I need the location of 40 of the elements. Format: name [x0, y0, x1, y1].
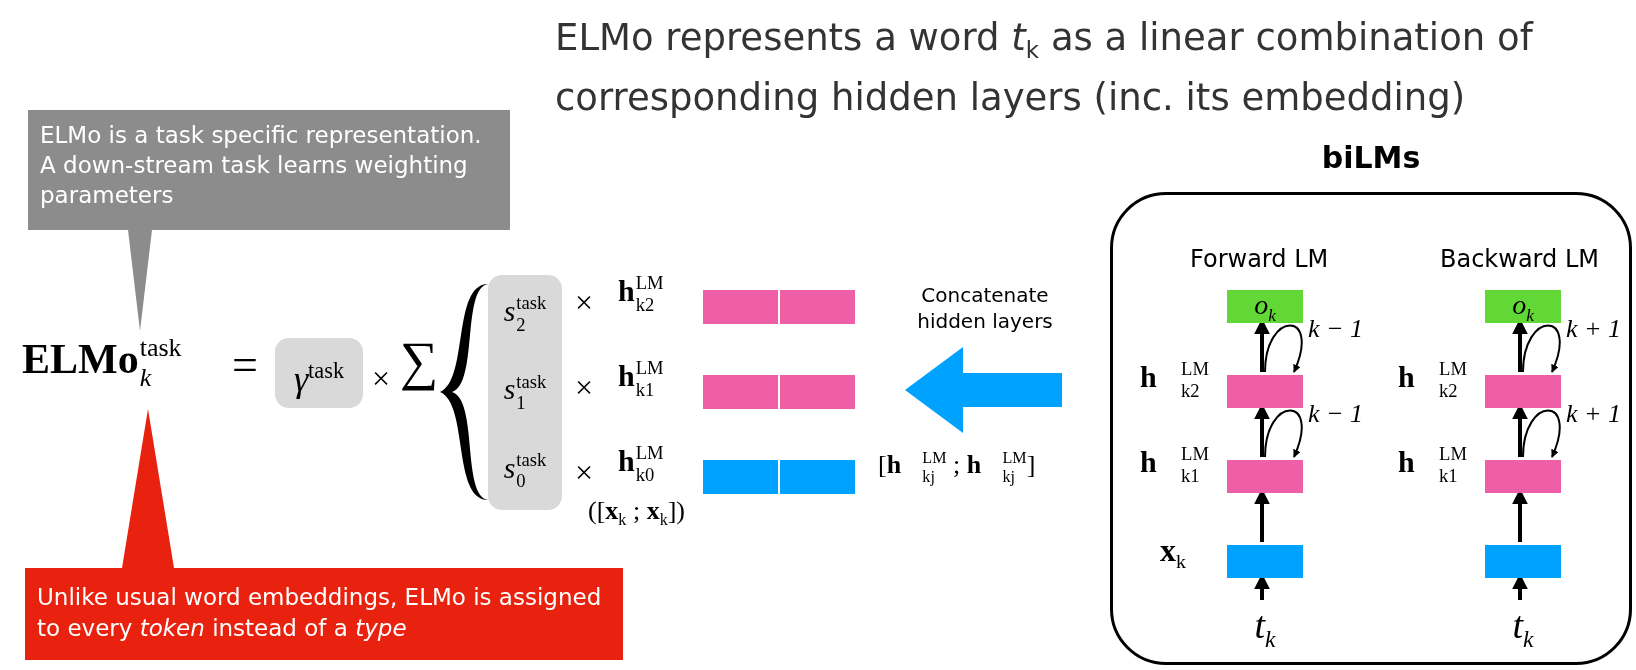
times-sign: ×: [575, 454, 594, 491]
block-arrow: [905, 347, 1062, 433]
layer-bar: [703, 290, 855, 324]
embedding-bar: [1227, 545, 1303, 578]
column-title: Backward LM: [1440, 245, 1599, 273]
slide-title: ELMo represents a word t$_{k}$ as a linear combination of corresponding hidden layers (inc. its embedding): [555, 15, 1535, 122]
equals-sign: =: [232, 338, 258, 391]
recurrence-arrow: [1522, 324, 1561, 373]
group-title: biLMs: [1320, 140, 1422, 175]
column-title: Forward LM: [1190, 245, 1329, 273]
edge-label: k − 1: [1308, 399, 1365, 429]
curly-brace: [440, 284, 488, 500]
recurrence-arrow: [1264, 409, 1303, 458]
output-box: o$_{k}$: [1485, 290, 1561, 323]
edge-label: Concatenate hidden layers: [916, 282, 1054, 334]
hidden-layer-bar: [1227, 375, 1303, 408]
callout-pointer: [122, 409, 174, 568]
callout-box: ELMo is a task specific representation. A down-stream task learns weighting parameters: [28, 110, 510, 230]
vector-label: ([x$_{k}$ ; x$_{k}$]): [588, 496, 685, 530]
scale-box: γ$^{task}$: [275, 338, 363, 408]
times-sign: ×: [575, 369, 594, 406]
sum-sign: ∑: [400, 330, 439, 392]
weight-box: [488, 275, 562, 510]
times-sign: ×: [575, 284, 594, 321]
layer-bar: [703, 460, 855, 494]
times-sign: ×: [372, 360, 391, 397]
recurrence-arrow: [1264, 324, 1303, 373]
edge-label: k − 1: [1308, 314, 1365, 344]
layer-bar: [703, 375, 855, 409]
output-box: o$_{k}$: [1227, 290, 1303, 323]
vector-label: x$_{k}$: [1160, 532, 1186, 574]
hidden-layer-bar: [1485, 375, 1561, 408]
hidden-layer-bar: [1485, 460, 1561, 493]
hidden-layer-bar: [1227, 460, 1303, 493]
recurrence-arrow: [1522, 409, 1561, 458]
token-label: t$_{k}$: [1237, 603, 1293, 655]
embedding-bar: [1485, 545, 1561, 578]
edge-label: k + 1: [1566, 399, 1623, 429]
token-label: t$_{k}$: [1495, 603, 1551, 655]
edge-label: k + 1: [1566, 314, 1623, 344]
